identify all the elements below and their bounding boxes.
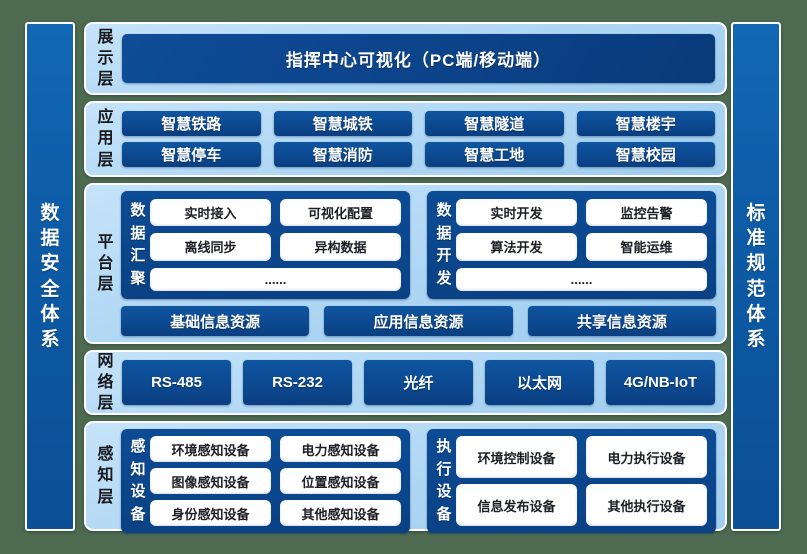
execution-box-env-control: 环境控制设备 xyxy=(456,436,577,478)
group-execution-devices-items: 环境控制设备 电力执行设备 信息发布设备 其他执行设备 xyxy=(456,436,707,526)
group-data-aggregation-label: 数据汇聚 xyxy=(126,199,150,291)
platform-item-visual-config: 可视化配置 xyxy=(280,199,401,227)
group-sensing-devices-label-text: 感知设备 xyxy=(130,438,146,523)
sensing-box-other: 其他感知设备 xyxy=(280,500,401,526)
network-box-rs232: RS-232 xyxy=(243,360,352,405)
platform-item-algo-dev: 算法开发 xyxy=(456,233,577,261)
layer-application-body: 智慧铁路 智慧城铁 智慧隧道 智慧楼宇 智慧停车 智慧消防 智慧工地 智慧校园 xyxy=(121,109,716,169)
group-data-development-items: 实时开发 监控告警 算法开发 智能运维 ...... xyxy=(456,199,707,291)
app-box-smart-parking: 智慧停车 xyxy=(122,142,261,167)
command-center-box: 指挥中心可视化（PC端/移动端） xyxy=(122,34,715,83)
app-box-smart-building: 智慧楼宇 xyxy=(576,111,715,136)
layer-perception: 感知层 感知设备 环境感知设备 电力感知设备 图像感知设备 位置感知设备 身份感… xyxy=(84,421,727,533)
group-data-aggregation-label-text: 数据汇聚 xyxy=(130,202,146,287)
group-sensing-devices: 感知设备 环境感知设备 电力感知设备 图像感知设备 位置感知设备 身份感知设备 … xyxy=(121,429,410,533)
group-data-aggregation-items: 实时接入 可视化配置 离线同步 异构数据 ...... xyxy=(150,199,401,291)
sensing-box-identity: 身份感知设备 xyxy=(150,500,271,526)
network-box-rs485: RS-485 xyxy=(122,360,231,405)
app-box-smart-fire: 智慧消防 xyxy=(273,142,412,167)
platform-item-realtime-dev: 实时开发 xyxy=(456,199,577,227)
layer-network-body: RS-485 RS-232 光纤 以太网 4G/NB-IoT xyxy=(121,358,716,407)
layers-stack: 展示层 指挥中心可视化（PC端/移动端） 应用层 智慧铁路 智慧城铁 智慧隧道 … xyxy=(84,22,727,533)
platform-groups-row: 数据汇聚 实时接入 可视化配置 离线同步 异构数据 ...... 数据开发 xyxy=(121,191,716,299)
layer-display-label-text: 展示层 xyxy=(97,28,114,89)
platform-item-smart-ops: 智能运维 xyxy=(586,233,707,261)
layer-platform-body: 数据汇聚 实时接入 可视化配置 离线同步 异构数据 ...... 数据开发 xyxy=(121,191,716,336)
execution-box-info-publish: 信息发布设备 xyxy=(456,484,577,526)
pillar-data-security: 数据安全体系 xyxy=(25,22,75,531)
platform-item-offline-sync: 离线同步 xyxy=(150,233,271,261)
resource-box-shared: 共享信息资源 xyxy=(527,306,716,336)
app-box-smart-tunnel: 智慧隧道 xyxy=(425,111,564,136)
app-box-smart-site: 智慧工地 xyxy=(425,142,564,167)
group-sensing-devices-items: 环境感知设备 电力感知设备 图像感知设备 位置感知设备 身份感知设备 其他感知设… xyxy=(150,436,401,526)
pillar-standards-label: 标准规范体系 xyxy=(746,203,766,350)
group-data-aggregation: 数据汇聚 实时接入 可视化配置 离线同步 异构数据 ...... xyxy=(121,191,410,299)
sensing-box-power: 电力感知设备 xyxy=(280,436,401,462)
layer-network-label: 网络层 xyxy=(90,353,121,412)
sensing-box-environment: 环境感知设备 xyxy=(150,436,271,462)
group-data-development-label-text: 数据开发 xyxy=(436,202,452,287)
layer-display: 展示层 指挥中心可视化（PC端/移动端） xyxy=(84,22,727,95)
execution-box-power-exec: 电力执行设备 xyxy=(586,436,707,478)
app-box-smart-railway: 智慧铁路 xyxy=(122,111,261,136)
layer-network-label-text: 网络层 xyxy=(97,352,114,413)
platform-item-more-right: ...... xyxy=(456,267,707,291)
layer-perception-label: 感知层 xyxy=(90,429,121,523)
layer-application-label: 应用层 xyxy=(90,109,121,169)
application-grid: 智慧铁路 智慧城铁 智慧隧道 智慧楼宇 智慧停车 智慧消防 智慧工地 智慧校园 xyxy=(121,109,716,169)
resource-box-app: 应用信息资源 xyxy=(324,306,513,336)
layer-platform: 平台层 数据汇聚 实时接入 可视化配置 离线同步 异构数据 ...... xyxy=(84,183,727,344)
layer-network: 网络层 RS-485 RS-232 光纤 以太网 4G/NB-IoT xyxy=(84,350,727,415)
resource-box-basic: 基础信息资源 xyxy=(121,306,310,336)
network-box-ethernet: 以太网 xyxy=(485,360,594,405)
pillar-standards: 标准规范体系 xyxy=(731,22,781,531)
layer-perception-label-text: 感知层 xyxy=(97,446,114,506)
layer-perception-body: 感知设备 环境感知设备 电力感知设备 图像感知设备 位置感知设备 身份感知设备 … xyxy=(121,429,716,533)
layer-display-label: 展示层 xyxy=(90,28,121,89)
layer-platform-label: 平台层 xyxy=(90,191,121,336)
platform-item-monitor-alert: 监控告警 xyxy=(586,199,707,227)
group-execution-devices: 执行设备 环境控制设备 电力执行设备 信息发布设备 其他执行设备 xyxy=(427,429,716,533)
app-box-smart-metro: 智慧城铁 xyxy=(273,111,412,136)
network-box-fiber: 光纤 xyxy=(364,360,473,405)
platform-item-realtime-access: 实时接入 xyxy=(150,199,271,227)
group-execution-devices-label: 执行设备 xyxy=(432,436,456,526)
group-sensing-devices-label: 感知设备 xyxy=(126,436,150,526)
sensing-box-location: 位置感知设备 xyxy=(280,468,401,494)
network-grid: RS-485 RS-232 光纤 以太网 4G/NB-IoT xyxy=(121,358,716,407)
layer-platform-label-text: 平台层 xyxy=(97,233,114,294)
perception-groups-row: 感知设备 环境感知设备 电力感知设备 图像感知设备 位置感知设备 身份感知设备 … xyxy=(121,429,716,533)
group-data-development: 数据开发 实时开发 监控告警 算法开发 智能运维 ...... xyxy=(427,191,716,299)
pillar-data-security-label: 数据安全体系 xyxy=(40,203,60,350)
layer-application: 应用层 智慧铁路 智慧城铁 智慧隧道 智慧楼宇 智慧停车 智慧消防 智慧工地 智… xyxy=(84,101,727,177)
layer-application-label-text: 应用层 xyxy=(97,109,114,169)
app-box-smart-campus: 智慧校园 xyxy=(576,142,715,167)
execution-box-other-exec: 其他执行设备 xyxy=(586,484,707,526)
platform-item-more-left: ...... xyxy=(150,267,401,291)
sensing-box-image: 图像感知设备 xyxy=(150,468,271,494)
network-box-4g-nbiot: 4G/NB-IoT xyxy=(606,360,715,405)
layer-display-body: 指挥中心可视化（PC端/移动端） xyxy=(121,30,716,87)
platform-item-hetero-data: 异构数据 xyxy=(280,233,401,261)
group-execution-devices-label-text: 执行设备 xyxy=(436,438,452,523)
platform-resources-row: 基础信息资源 应用信息资源 共享信息资源 xyxy=(121,306,716,336)
group-data-development-label: 数据开发 xyxy=(432,199,456,291)
